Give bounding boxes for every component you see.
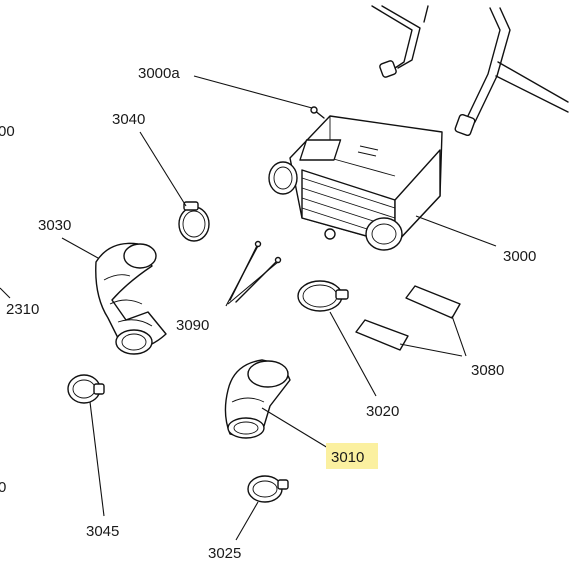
label-00: 00 — [0, 123, 15, 140]
label-3040: 3040 — [112, 111, 145, 128]
label-3000: 3000 — [503, 248, 536, 265]
label-3010: 3010 — [331, 449, 364, 466]
label-0: 0 — [0, 479, 6, 496]
intercooler-3000 — [268, 106, 443, 251]
label-3020: 3020 — [366, 403, 399, 420]
pads-3080 — [355, 285, 461, 351]
label-3090: 3090 — [176, 317, 209, 334]
coupler-hose-3030 — [95, 242, 167, 355]
clamp-3040 — [178, 201, 210, 242]
label-3025: 3025 — [208, 545, 241, 562]
clamp-3020 — [297, 280, 349, 312]
hose-upper-right — [454, 7, 569, 137]
label-2310: 2310 — [6, 301, 39, 318]
label-3045: 3045 — [86, 523, 119, 540]
leader-lines — [0, 75, 497, 541]
clamp-3025 — [247, 475, 289, 503]
hose-upper-left — [371, 5, 429, 78]
label-3010-highlight — [326, 443, 378, 469]
label-3080: 3080 — [471, 362, 504, 379]
clamp-3045 — [67, 374, 105, 404]
label-3000a: 3000a — [138, 65, 180, 82]
label-3030: 3030 — [38, 217, 71, 234]
elbow-hose-3010 — [224, 359, 291, 439]
